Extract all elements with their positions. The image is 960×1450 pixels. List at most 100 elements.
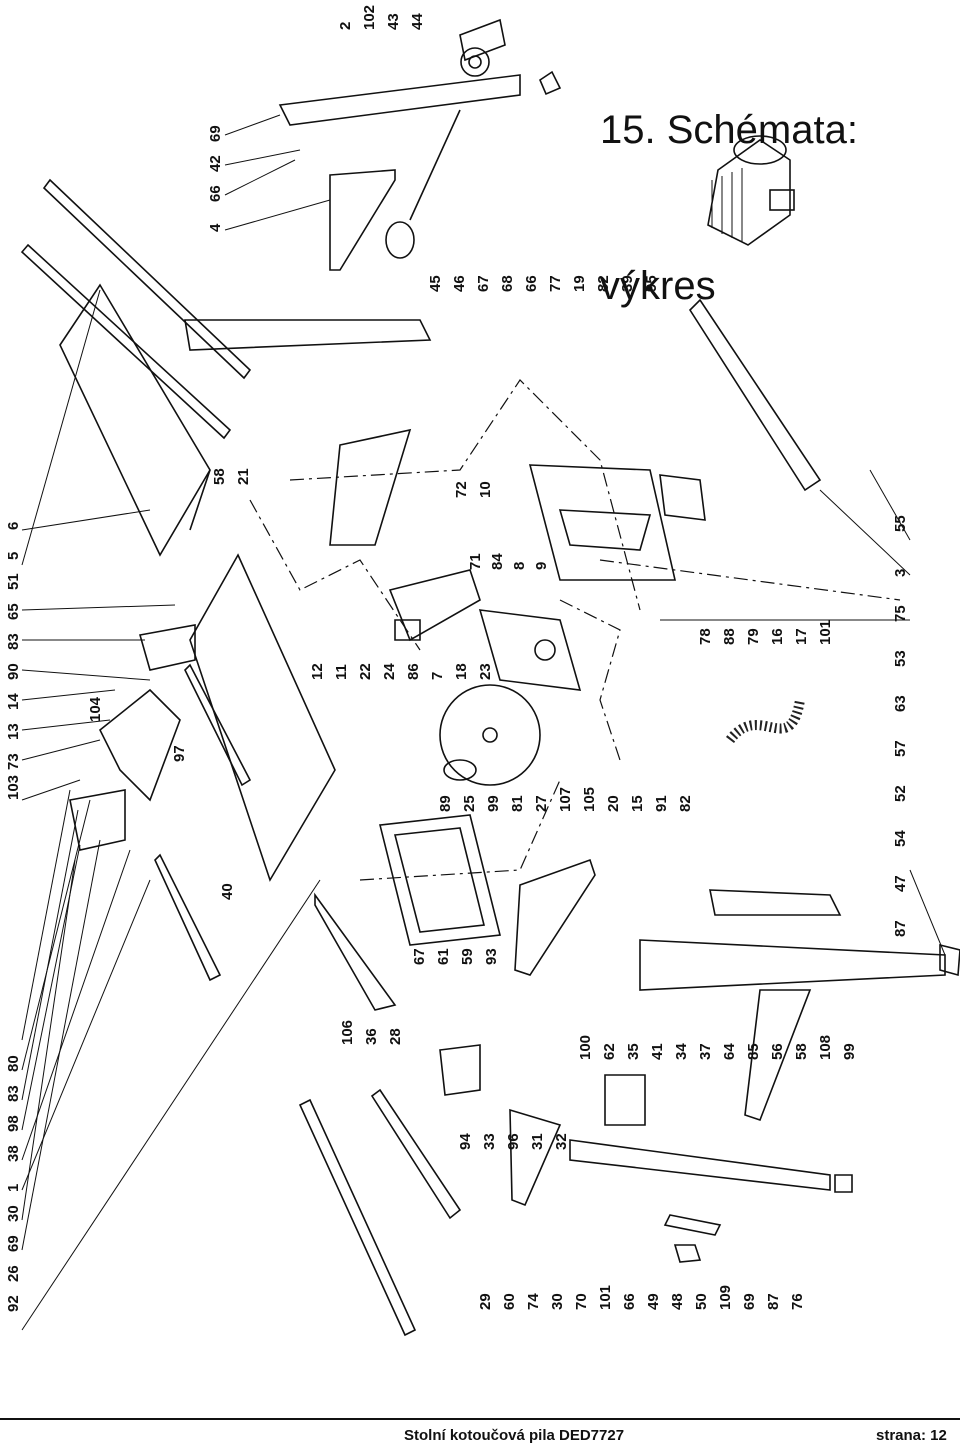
callout-bottom-row-87: 87 [765, 1293, 782, 1310]
callout-top-center-2: 2 [337, 22, 354, 30]
callout-bottom-row-69: 69 [741, 1293, 758, 1310]
callout-left-column-mid-65: 65 [5, 603, 22, 620]
callout-mid-row-b-10: 10 [477, 481, 494, 498]
callout-lower-left-59: 59 [459, 948, 476, 965]
callout-mid-upper-row-46: 46 [451, 275, 468, 292]
table-top-illustration [59, 283, 397, 1011]
callout-lower-center-32: 32 [553, 1133, 570, 1150]
callout-right-column-3: 3 [892, 569, 909, 577]
callout-mid-row-d-12: 12 [309, 663, 326, 680]
callout-right-inner-101: 101 [817, 620, 834, 645]
callout-top-left-69: 69 [207, 125, 224, 142]
callout-lower-center-58: 58 [793, 1043, 810, 1060]
callout-right-inner-16: 16 [769, 628, 786, 645]
callout-mid-row-a-21: 21 [235, 468, 252, 485]
callout-top-center-44: 44 [409, 13, 426, 30]
callout-top-left-66: 66 [207, 185, 224, 202]
callout-left-column-mid-73: 73 [5, 753, 22, 770]
callout-bottom-row-109: 109 [717, 1285, 734, 1310]
callout-bottom-row-76: 76 [789, 1293, 806, 1310]
callout-lower-left-61: 61 [435, 948, 452, 965]
callout-mid-upper-row-45: 45 [427, 275, 444, 292]
callout-lower-center-96: 96 [505, 1133, 522, 1150]
tilt-frame-illustration [329, 298, 822, 581]
footer-page-number: strana: 12 [876, 1427, 947, 1444]
callout-mid-row-c-71: 71 [467, 553, 484, 570]
callout-lower-center-35: 35 [625, 1043, 642, 1060]
callout-right-column-87: 87 [892, 920, 909, 937]
callout-lower-center-37: 37 [697, 1043, 714, 1060]
callout-lower-left-93: 93 [483, 948, 500, 965]
callout-right-column-63: 63 [892, 695, 909, 712]
callout-right-inner-79: 79 [745, 628, 762, 645]
callout-lower-center-34: 34 [673, 1043, 690, 1060]
callout-mid-row-d-18: 18 [453, 663, 470, 680]
base-frame-illustration [298, 814, 960, 1337]
callout-left-column-bottom-30: 30 [5, 1205, 22, 1222]
callout-lower-left-67: 67 [411, 948, 428, 965]
callout-lower-mid-99: 99 [485, 795, 502, 812]
callout-lower-mid-81: 81 [509, 795, 526, 812]
callout-mid-row-d-11: 11 [333, 664, 350, 680]
callout-bottom-row-66: 66 [621, 1293, 638, 1310]
callout-mid-row-d-22: 22 [357, 663, 374, 680]
callout-lower-center-108: 108 [817, 1035, 834, 1060]
callout-mid-upper-row-19: 19 [571, 275, 588, 292]
callout-left-column-mid-83: 83 [5, 633, 22, 650]
callout-lower-mid-91: 91 [653, 795, 670, 812]
callout-left-column-mid-103: 103 [5, 775, 22, 800]
callout-lower-center-100: 100 [577, 1035, 594, 1060]
callout-mid-row-c-84: 84 [489, 553, 506, 570]
callout-left-column-bottom-69: 69 [5, 1235, 22, 1252]
callout-top-center-43: 43 [385, 13, 402, 30]
callout-bottom-row-29: 29 [477, 1293, 494, 1310]
callout-labels: 9226693013898838010373131490836551564664… [5, 5, 909, 1312]
callout-right-column-54: 54 [892, 830, 909, 847]
footer-product-name: Stolní kotoučová pila DED7727 [404, 1427, 625, 1444]
footer-rule [0, 1418, 960, 1420]
callout-mid-upper-row-82: 82 [595, 275, 612, 292]
callout-top-left-4: 4 [207, 223, 224, 232]
callout-lower-left-36: 36 [363, 1028, 380, 1045]
callout-mid-upper-row-95: 95 [643, 275, 660, 292]
callout-mid-row-a-58: 58 [211, 468, 228, 485]
callout-lower-mid-15: 15 [629, 795, 646, 812]
drawing-linework [20, 18, 960, 1337]
page-title: 15. Schémata: výkres [600, 0, 858, 364]
fence-illustration [69, 624, 252, 982]
callout-mid-upper-row-77: 77 [547, 275, 564, 292]
callout-lower-center-33: 33 [481, 1133, 498, 1150]
callout-lower-center-31: 31 [529, 1133, 546, 1150]
title-line-1: 15. Schémata: [600, 108, 858, 152]
callout-bottom-row-49: 49 [645, 1293, 662, 1310]
callout-left-column-bottom-98: 98 [5, 1115, 22, 1132]
callout-lower-center-41: 41 [649, 1043, 666, 1060]
callout-bottom-row-50: 50 [693, 1293, 710, 1310]
dust-hose-illustration [726, 699, 805, 744]
callout-left-column-bottom-92: 92 [5, 1295, 22, 1312]
callout-mid-row-b-72: 72 [453, 481, 470, 498]
callout-right-inner-88: 88 [721, 628, 738, 645]
callout-lower-center-56: 56 [769, 1043, 786, 1060]
callout-right-inner-78: 78 [697, 628, 714, 645]
callout-left-column-bottom-1: 1 [5, 1184, 22, 1192]
callout-mid-upper-row-66: 66 [523, 275, 540, 292]
callout-lower-mid-82: 82 [677, 795, 694, 812]
callout-lower-center-99: 99 [841, 1043, 858, 1060]
callout-lower-center-94: 94 [457, 1133, 474, 1150]
callout-lower-mid-89: 89 [437, 795, 454, 812]
callout-mid-upper-row-67: 67 [475, 275, 492, 292]
callout-right-column-52: 52 [892, 785, 909, 802]
callout-mid-row-e-104: 104 [87, 696, 104, 722]
callout-lower-mid-25: 25 [461, 795, 478, 812]
callout-lower-mid-20: 20 [605, 795, 622, 812]
callout-mid-row-d-24: 24 [381, 663, 398, 680]
callout-mid-row-c-8: 8 [511, 562, 528, 570]
callout-lower-mid-107: 107 [557, 787, 574, 812]
callout-left-column-bottom-38: 38 [5, 1145, 22, 1162]
callout-mid-row-d-7: 7 [429, 672, 446, 680]
callout-left-column-bottom-83: 83 [5, 1085, 22, 1102]
callout-left-column-mid-14: 14 [5, 693, 22, 710]
callout-mid-row-d-23: 23 [477, 663, 494, 680]
top-rail-illustration [278, 18, 562, 259]
